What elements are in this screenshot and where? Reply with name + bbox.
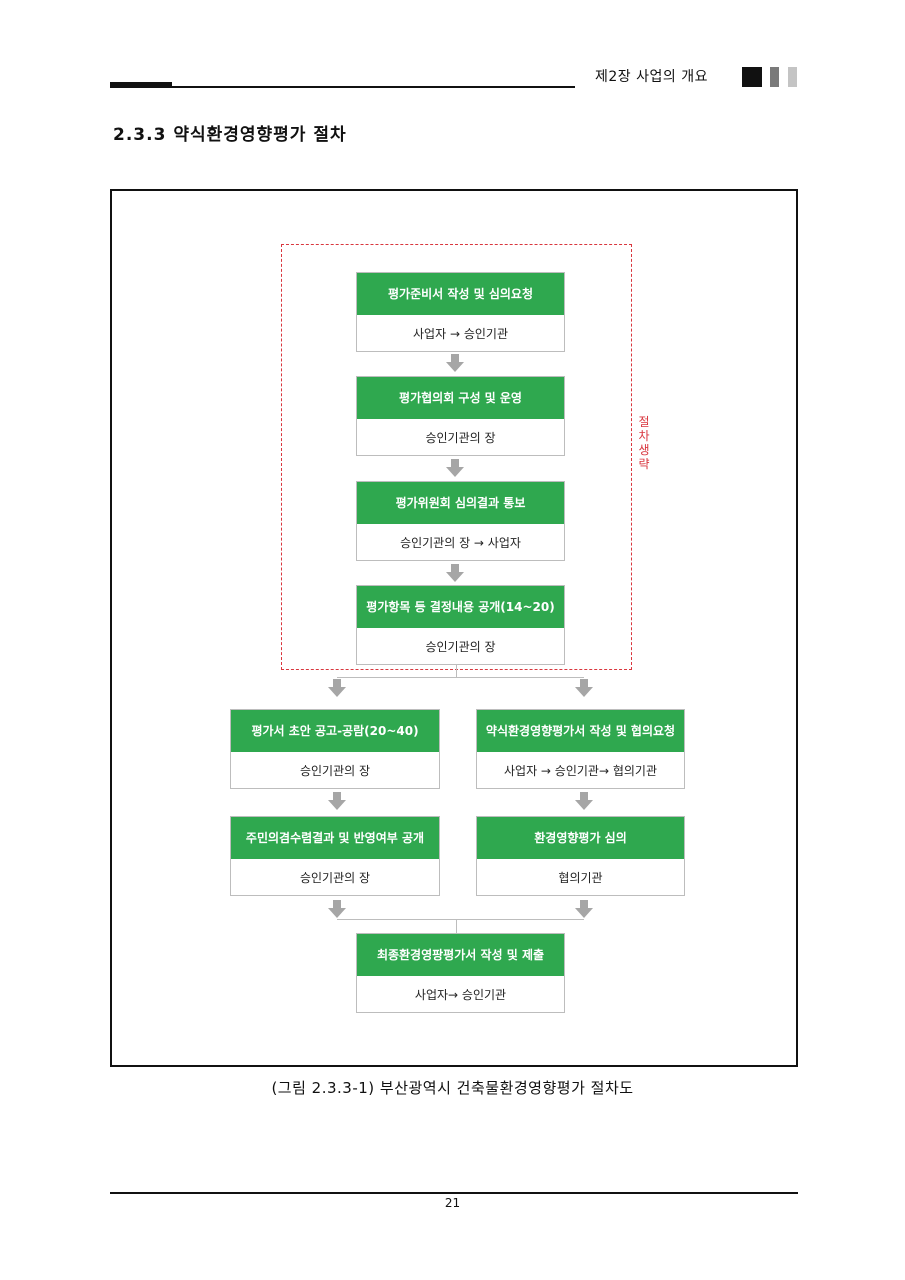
chapter-title: 제2장 사업의 개요 xyxy=(595,69,708,85)
down-arrow-icon xyxy=(575,792,593,810)
right-step-1: 약식환경영향평가서 작성 및 협의요청 사업자 → 승인기관→ 협의기관 xyxy=(476,709,685,789)
step-title: 평가협의회 구성 및 운영 xyxy=(357,377,564,419)
down-arrow-icon xyxy=(575,679,593,697)
flow-step-3: 평가위원회 심의결과 통보 승인기관의 장 → 사업자 xyxy=(356,481,565,561)
step-title: 평가서 초안 공고-공람(20~40) xyxy=(231,710,439,752)
step-actor: 사업자 → 승인기관→ 협의기관 xyxy=(504,763,657,778)
connector-line xyxy=(337,919,584,920)
flow-step-4: 평가항목 등 결정내용 공개(14~20) 승인기관의 장 xyxy=(356,585,565,665)
down-arrow-icon xyxy=(446,354,464,372)
step-title: 약식환경영향평가서 작성 및 협의요청 xyxy=(477,710,684,752)
step-actor: 승인기관의 장 xyxy=(425,430,496,445)
header-square-dark xyxy=(742,67,762,87)
step-title: 평가항목 등 결정내용 공개(14~20) xyxy=(357,586,564,628)
step-title: 환경영향평가 심의 xyxy=(477,817,684,859)
footer-rule xyxy=(110,1192,798,1194)
connector-line xyxy=(456,919,457,933)
figure-frame xyxy=(110,189,798,1067)
page-number: 21 xyxy=(444,1196,461,1210)
down-arrow-icon xyxy=(328,679,346,697)
left-step-2: 주민의겸수렴결과 및 반영여부 공개 승인기관의 장 xyxy=(230,816,440,896)
step-title: 평가준비서 작성 및 심의요청 xyxy=(357,273,564,315)
left-step-1: 평가서 초안 공고-공람(20~40) 승인기관의 장 xyxy=(230,709,440,789)
down-arrow-icon xyxy=(446,564,464,582)
header-square-light xyxy=(788,67,797,87)
step-actor: 승인기관의 장 xyxy=(299,763,371,778)
connector-line xyxy=(337,677,584,678)
right-step-2: 환경영향평가 심의 협의기관 xyxy=(476,816,685,896)
step-actor: 사업자→ 승인기관 xyxy=(414,987,507,1002)
step-actor: 승인기관의 장 → 사업자 xyxy=(400,535,521,550)
step-actor: 협의기관 xyxy=(558,870,603,885)
header-square-mid xyxy=(770,67,779,87)
step-actor: 승인기관의 장 xyxy=(299,870,371,885)
skip-label: 절차생략 xyxy=(638,415,650,471)
flow-step-2: 평가협의회 구성 및 운영 승인기관의 장 xyxy=(356,376,565,456)
step-actor: 승인기관의 장 xyxy=(425,639,496,654)
down-arrow-icon xyxy=(446,459,464,477)
down-arrow-icon xyxy=(575,900,593,918)
step-title: 최종환경영팡평가서 작성 및 제출 xyxy=(357,934,564,976)
header-rule xyxy=(110,86,575,88)
step-title: 평가위원회 심의결과 통보 xyxy=(357,482,564,524)
figure-caption: (그림 2.3.3-1) 부산광역시 건축물환경영향평가 절차도 xyxy=(271,1079,634,1097)
header-rule-accent xyxy=(110,82,172,88)
section-title: 2.3.3 약식환경영향평가 절차 xyxy=(113,125,347,145)
final-step: 최종환경영팡평가서 작성 및 제출 사업자→ 승인기관 xyxy=(356,933,565,1013)
connector-line xyxy=(456,665,457,677)
down-arrow-icon xyxy=(328,792,346,810)
down-arrow-icon xyxy=(328,900,346,918)
step-actor: 사업자 → 승인기관 xyxy=(413,326,508,341)
flow-step-1: 평가준비서 작성 및 심의요청 사업자 → 승인기관 xyxy=(356,272,565,352)
step-title: 주민의겸수렴결과 및 반영여부 공개 xyxy=(231,817,439,859)
